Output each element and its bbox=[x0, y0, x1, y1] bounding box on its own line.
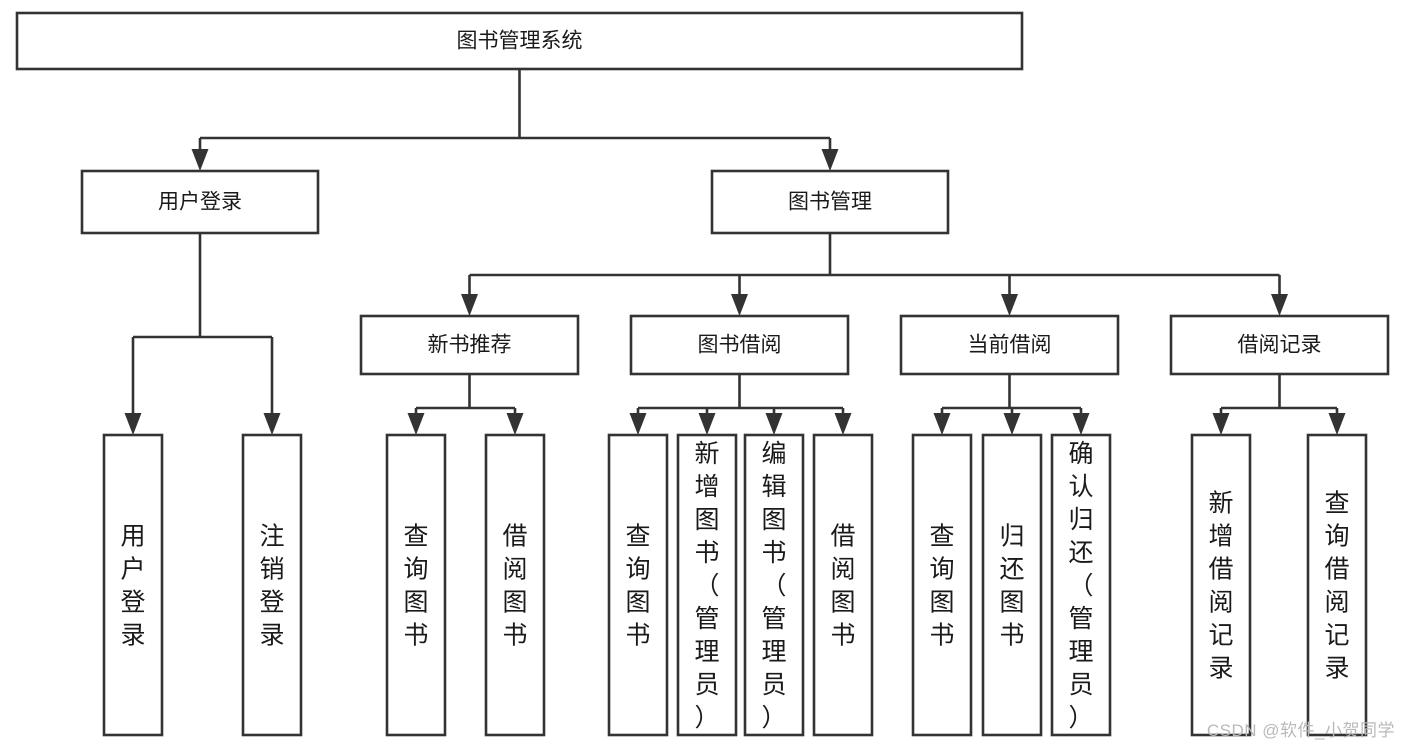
node-leaf-confirm-return[interactable]: 确认归还（管理员） bbox=[1050, 433, 1112, 737]
edge-book-borrow-leaf-add-book-arrowhead bbox=[698, 413, 716, 435]
edge-borrow-record-leaf-query-record-arrowhead bbox=[1328, 413, 1346, 435]
node-label-leaf-query-book-2: 查询图书 bbox=[625, 523, 650, 650]
node-leaf-borrow-book-1[interactable]: 借阅图书 bbox=[484, 433, 546, 737]
node-label-leaf-user-login: 用户登录 bbox=[120, 523, 145, 650]
node-box-root bbox=[15, 11, 1024, 71]
node-layer: 图书管理系统用户登录图书管理新书推荐图书借阅当前借阅借阅记录用户登录注销登录查询… bbox=[15, 11, 1390, 737]
edge-new-book-recommend-leaf-borrow-book-1-arrowhead bbox=[506, 413, 524, 435]
node-leaf-query-book-1[interactable]: 查询图书 bbox=[385, 433, 447, 737]
node-box-current-borrow bbox=[899, 314, 1120, 376]
node-box-borrow-record bbox=[1169, 314, 1390, 376]
node-leaf-add-record[interactable]: 新增借阅记录 bbox=[1190, 433, 1252, 737]
node-label-leaf-logout: 注销登录 bbox=[259, 523, 284, 650]
node-box-leaf-add-record bbox=[1190, 433, 1252, 737]
node-label-current-borrow: 当前借阅 bbox=[968, 334, 1052, 357]
node-label-leaf-query-record: 查询借阅记录 bbox=[1324, 490, 1349, 683]
node-new-book-recommend[interactable]: 新书推荐 bbox=[359, 314, 580, 376]
node-box-leaf-borrow-book-1 bbox=[484, 433, 546, 737]
node-leaf-query-book-3[interactable]: 查询图书 bbox=[911, 433, 973, 737]
node-book-manage[interactable]: 图书管理 bbox=[710, 169, 950, 235]
node-label-leaf-confirm-return: 确认归还（管理员） bbox=[1068, 440, 1093, 732]
node-box-user-login bbox=[80, 169, 320, 235]
node-box-leaf-user-login bbox=[102, 433, 164, 737]
edge-bm-book-borrow-arrowhead bbox=[731, 294, 748, 316]
node-box-leaf-query-book-1 bbox=[385, 433, 447, 737]
edge-current-borrow-leaf-query-book-3-arrowhead bbox=[933, 413, 951, 435]
node-label-leaf-return-book: 归还图书 bbox=[999, 523, 1024, 650]
node-box-leaf-logout bbox=[241, 433, 303, 737]
node-box-leaf-edit-book bbox=[743, 433, 805, 737]
node-label-root: 图书管理系统 bbox=[457, 30, 583, 53]
node-label-user-login: 用户登录 bbox=[158, 191, 242, 214]
node-box-book-borrow bbox=[629, 314, 850, 376]
node-label-leaf-query-book-1: 查询图书 bbox=[403, 523, 428, 650]
edge-root-user-login-arrowhead bbox=[191, 149, 209, 171]
node-box-leaf-return-book bbox=[981, 433, 1043, 737]
node-box-leaf-confirm-return bbox=[1050, 433, 1112, 737]
csdn-watermark: CSDN @软件_小贺同学 bbox=[1206, 721, 1395, 740]
node-box-new-book-recommend bbox=[359, 314, 580, 376]
node-box-leaf-query-record bbox=[1306, 433, 1368, 737]
node-leaf-return-book[interactable]: 归还图书 bbox=[981, 433, 1043, 737]
node-box-leaf-query-book-3 bbox=[911, 433, 973, 737]
node-leaf-edit-book[interactable]: 编辑图书（管理员） bbox=[743, 433, 805, 737]
node-leaf-query-record[interactable]: 查询借阅记录 bbox=[1306, 433, 1368, 737]
node-book-borrow[interactable]: 图书借阅 bbox=[629, 314, 850, 376]
node-label-leaf-edit-book: 编辑图书（管理员） bbox=[761, 440, 786, 732]
node-current-borrow[interactable]: 当前借阅 bbox=[899, 314, 1120, 376]
edge-user-login-leaf-user-login-arrowhead bbox=[124, 413, 142, 435]
edge-bm-current-borrow-arrowhead bbox=[1001, 294, 1018, 316]
node-label-leaf-add-record: 新增借阅记录 bbox=[1208, 490, 1233, 683]
edge-current-borrow-leaf-return-book-arrowhead bbox=[1003, 413, 1021, 435]
node-label-book-manage: 图书管理 bbox=[788, 191, 872, 214]
node-leaf-query-book-2[interactable]: 查询图书 bbox=[607, 433, 669, 737]
node-label-book-borrow: 图书借阅 bbox=[698, 334, 782, 357]
node-borrow-record[interactable]: 借阅记录 bbox=[1169, 314, 1390, 376]
node-label-leaf-borrow-book-1: 借阅图书 bbox=[502, 523, 527, 650]
node-box-leaf-add-book bbox=[676, 433, 738, 737]
edge-root-book-manage-arrowhead bbox=[821, 149, 839, 171]
edge-current-borrow-leaf-confirm-return-arrowhead bbox=[1072, 413, 1090, 435]
node-root[interactable]: 图书管理系统 bbox=[15, 11, 1024, 71]
node-box-book-manage bbox=[710, 169, 950, 235]
node-label-borrow-record: 借阅记录 bbox=[1238, 334, 1322, 357]
node-leaf-logout[interactable]: 注销登录 bbox=[241, 433, 303, 737]
edge-book-borrow-leaf-borrow-book-2-arrowhead bbox=[834, 413, 852, 435]
edge-user-login-leaf-logout-arrowhead bbox=[263, 413, 281, 435]
edge-book-borrow-leaf-query-book-2-arrowhead bbox=[629, 413, 647, 435]
node-label-leaf-add-book: 新增图书（管理员） bbox=[694, 440, 719, 732]
edge-borrow-record-leaf-add-record-arrowhead bbox=[1212, 413, 1230, 435]
node-leaf-borrow-book-2[interactable]: 借阅图书 bbox=[812, 433, 874, 737]
node-label-new-book-recommend: 新书推荐 bbox=[428, 334, 512, 357]
node-leaf-user-login[interactable]: 用户登录 bbox=[102, 433, 164, 737]
node-box-leaf-borrow-book-2 bbox=[812, 433, 874, 737]
edge-bm-new-book-recommend-arrowhead bbox=[461, 294, 478, 316]
node-user-login[interactable]: 用户登录 bbox=[80, 169, 320, 235]
node-label-leaf-borrow-book-2: 借阅图书 bbox=[830, 523, 855, 650]
edge-new-book-recommend-leaf-query-book-1-arrowhead bbox=[407, 413, 425, 435]
node-box-leaf-query-book-2 bbox=[607, 433, 669, 737]
node-label-leaf-query-book-3: 查询图书 bbox=[929, 523, 954, 650]
node-leaf-add-book[interactable]: 新增图书（管理员） bbox=[676, 433, 738, 737]
edge-bm-borrow-record-arrowhead bbox=[1271, 294, 1288, 316]
edge-layer bbox=[124, 69, 1346, 435]
edge-book-borrow-leaf-edit-book-arrowhead bbox=[765, 413, 783, 435]
